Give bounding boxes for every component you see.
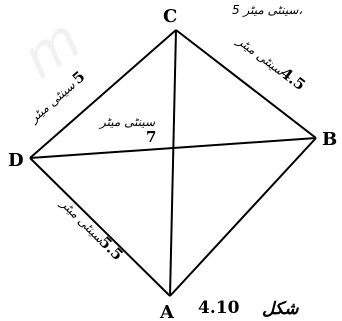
top-right-fragment: 5 سینٹی میٹر، xyxy=(232,3,302,17)
measurement-db-value: 7 xyxy=(146,128,156,146)
edge-da xyxy=(29,157,171,297)
measurement-da: سینٹی میٹر 5.5 xyxy=(57,195,127,264)
edge-cb xyxy=(175,29,317,139)
vertex-label-c: C xyxy=(163,6,177,27)
measurement-da-unit: سینٹی میٹر xyxy=(57,195,108,246)
caption-word: شکل xyxy=(262,299,299,319)
vertex-label-d: D xyxy=(8,150,24,171)
diagonal-ca xyxy=(169,29,177,297)
edge-dc xyxy=(29,29,177,159)
measurement-db: سینٹی میٹر 7 xyxy=(98,115,156,146)
vertex-label-b: B xyxy=(322,129,337,150)
measurement-db-unit: سینٹی میٹر xyxy=(98,115,156,129)
measurement-cb: سینٹی میٹر 4.5 xyxy=(233,33,309,94)
edge-ba xyxy=(169,137,317,297)
vertex-label-a: A xyxy=(159,302,175,321)
measurement-cb-unit: سینٹی میٹر xyxy=(233,33,288,79)
caption-number: 4.10 xyxy=(198,298,240,318)
